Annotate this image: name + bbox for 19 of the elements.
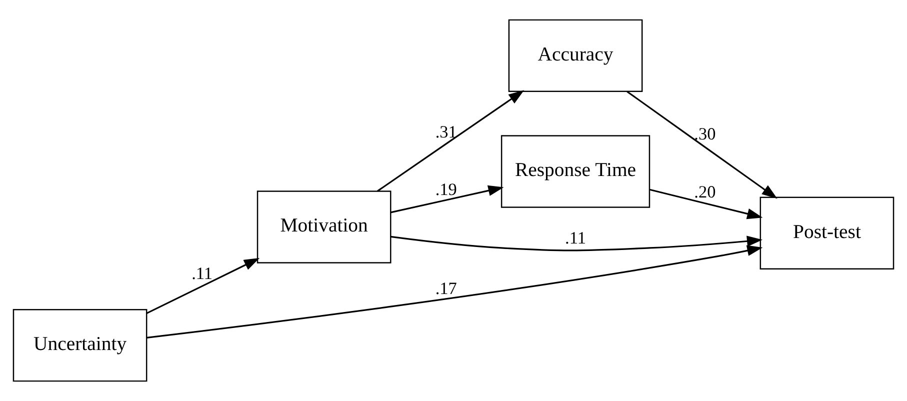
edge-label: .11	[565, 228, 586, 248]
arrow	[146, 258, 260, 314]
node-box: Uncertainty	[12, 308, 148, 382]
edge-label: .17	[435, 278, 457, 298]
node-box: Accuracy	[508, 19, 643, 92]
arrow	[650, 188, 763, 220]
edge-label: .31	[435, 122, 457, 142]
node-box: Motivation	[256, 190, 392, 264]
node-box: Response Time	[500, 135, 650, 208]
edge-label: .20	[694, 182, 716, 202]
arrow	[377, 90, 524, 192]
edge-label: .19	[435, 180, 457, 200]
arrow	[390, 185, 504, 214]
arrow	[626, 90, 778, 199]
arrow	[146, 245, 763, 339]
edge-label: .11	[192, 264, 213, 284]
edge-label: .30	[694, 124, 716, 144]
node-box: Post-test	[760, 196, 894, 270]
arrow	[390, 236, 763, 252]
